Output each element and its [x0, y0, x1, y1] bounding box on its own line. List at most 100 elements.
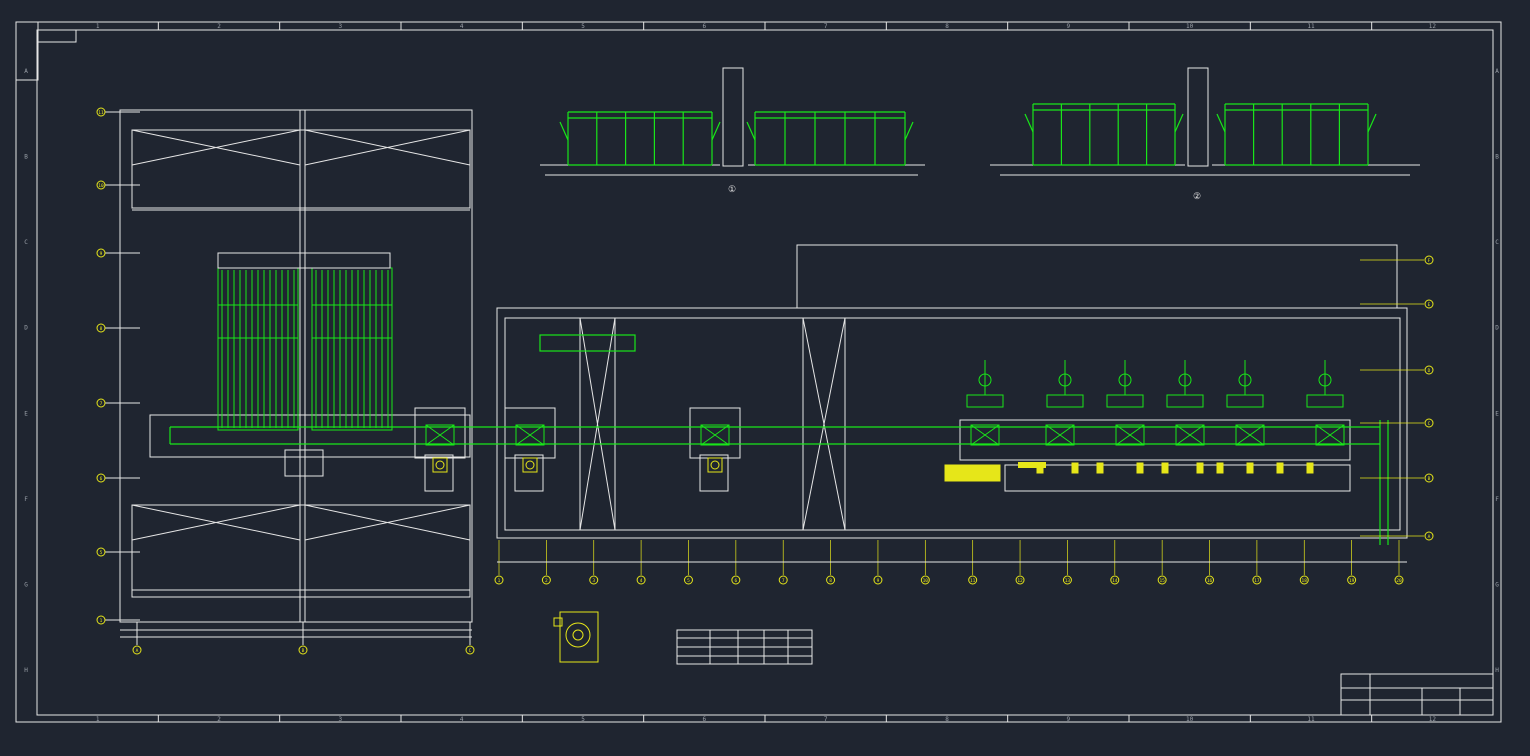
rotary-drum: [944, 464, 1001, 482]
right-axis-bubble: [1424, 365, 1434, 375]
bottom-axis-bubble: [731, 575, 741, 585]
right-axis-bubble: [1424, 255, 1434, 265]
left-axis-label: 10: [98, 183, 104, 189]
right-axis-label: C: [1428, 421, 1431, 427]
bottom-axis-label: 20: [1396, 578, 1402, 584]
bottom-axis-bubble: [1394, 575, 1404, 585]
bottom-axis-bubble: [778, 575, 788, 585]
bottom-axis-bubble: [1110, 575, 1120, 585]
main-hall-plan: [414, 244, 1408, 539]
frame-column-label-bottom: 8: [945, 716, 949, 723]
left-axis-label: 8: [100, 326, 103, 332]
bottom-axis-label: 14: [1112, 578, 1118, 584]
frame-row-label-left: H: [24, 667, 28, 674]
right-axis-bubble: [1424, 418, 1434, 428]
right-axis-bubble: [1424, 473, 1434, 483]
bottom-axis-label: 3: [592, 578, 595, 584]
bottom-axis-bubble: [1157, 575, 1167, 585]
frame-row-label-right: G: [1495, 582, 1499, 589]
right-axis-label: A: [1428, 534, 1431, 540]
left-bottom-axis-label: A: [136, 648, 139, 654]
bottom-axis-label: 8: [829, 578, 832, 584]
left-axis-bubble: [96, 615, 106, 625]
left-axis-label: 6: [100, 476, 103, 482]
bottom-axis-bubble: [920, 575, 930, 585]
frame-column-label-bottom: 5: [581, 716, 585, 723]
section-frames: [559, 103, 1377, 166]
frame-column-label-top: 2: [217, 23, 221, 30]
bottom-axis-bubble: [826, 575, 836, 585]
left-axis-bubble: [96, 248, 106, 258]
frame-column-label-top: 3: [339, 23, 343, 30]
frame-row-label-left: D: [24, 325, 28, 332]
bottom-axis-bubble: [1347, 575, 1357, 585]
bottom-axis-label: 17: [1254, 578, 1260, 584]
left-bottom-axis-label: B: [302, 648, 305, 654]
left-axis-label: 5: [100, 550, 103, 556]
bottom-axis-bubble: [541, 575, 551, 585]
left-bottom-axis-bubble: [132, 645, 142, 655]
bottom-axis-label: 4: [640, 578, 643, 584]
bottom-axis-label: 15: [1159, 578, 1165, 584]
frame-column-label-bottom: 4: [460, 716, 464, 723]
frame-column-label-top: 1: [96, 23, 100, 30]
equipment-units: [425, 360, 1345, 474]
section-views: [540, 67, 1420, 176]
frame-row-label-right: A: [1495, 68, 1499, 75]
frame-row-label-right: B: [1495, 153, 1499, 160]
bottom-axis-label: 7: [782, 578, 785, 584]
bottom-axis-label: 5: [687, 578, 690, 584]
right-axis-bubble: [1424, 299, 1434, 309]
frame-column-label-bottom: 3: [339, 716, 343, 723]
left-axis-label: 7: [100, 401, 103, 407]
frame-column-label-top: 6: [703, 23, 707, 30]
frame-row-label-right: F: [1495, 496, 1499, 503]
frame-row-label-left: B: [24, 153, 28, 160]
bottom-axis-bubble: [589, 575, 599, 585]
frame-column-label-top: 8: [945, 23, 949, 30]
frame-row-label-right: E: [1495, 410, 1499, 417]
left-axis-bubble: [96, 398, 106, 408]
bottom-axis-label: 9: [877, 578, 880, 584]
frame-column-label-bottom: 7: [824, 716, 828, 723]
left-building-plan: [119, 109, 473, 638]
left-bottom-axis-bubble: [465, 645, 475, 655]
left-axis-bubble: [96, 473, 106, 483]
section-marker-right: ②: [1193, 192, 1201, 202]
frame-column-label-top: 12: [1429, 23, 1437, 30]
frame-row-label-right: C: [1495, 239, 1499, 246]
inner-frame: [36, 29, 1494, 716]
legend-table: [676, 629, 813, 665]
revision-stamp: [15, 21, 39, 81]
frame-row-label-left: F: [24, 496, 28, 503]
frame-row-label-right: H: [1495, 667, 1499, 674]
main-conveyor-line: [169, 334, 1389, 545]
title-block: [1340, 673, 1494, 716]
bottom-axis-label: 13: [1065, 578, 1071, 584]
frame-row-label-right: D: [1495, 325, 1499, 332]
right-axis-label: D: [1428, 368, 1431, 374]
bottom-axis-bubble: [494, 575, 504, 585]
right-axis-label: F: [1428, 258, 1431, 264]
bottom-axis-label: 12: [1017, 578, 1023, 584]
revision-stamp-tab: [37, 30, 77, 43]
bottom-axis-label: 1: [498, 578, 501, 584]
frame-row-label-left: E: [24, 410, 28, 417]
bottom-axis-label: 18: [1302, 578, 1308, 584]
bottom-axis-label: 16: [1207, 578, 1213, 584]
right-axis-label: E: [1428, 302, 1431, 308]
left-axis-bubble: [96, 180, 106, 190]
frame-column-label-bottom: 1: [96, 716, 100, 723]
bottom-axis-bubble: [636, 575, 646, 585]
frame-row-label-left: C: [24, 239, 28, 246]
frame-column-label-bottom: 6: [703, 716, 707, 723]
bottom-axis-bubble: [1015, 575, 1025, 585]
frame-column-label-bottom: 9: [1067, 716, 1071, 723]
bottom-axis-label: 6: [734, 578, 737, 584]
outer-frame: [15, 21, 1502, 723]
bottom-axis-bubble: [683, 575, 693, 585]
bottom-axis-label: 2: [545, 578, 548, 584]
frame-column-label-top: 4: [460, 23, 464, 30]
